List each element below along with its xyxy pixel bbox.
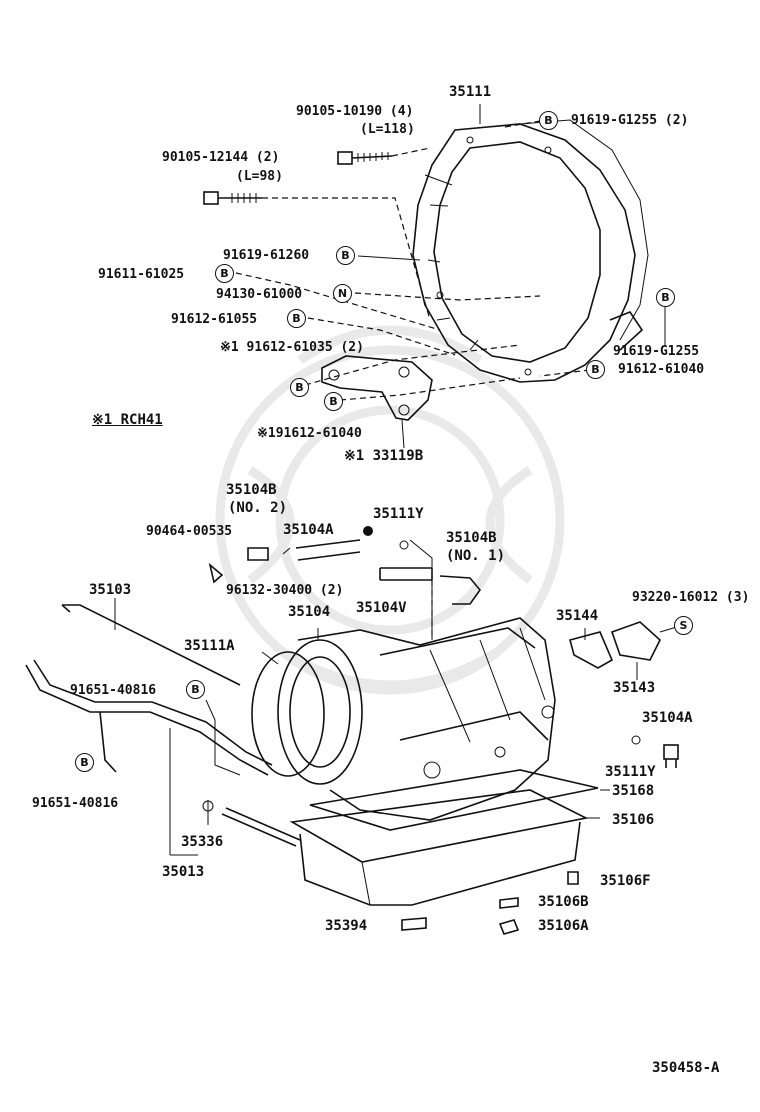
- part-label-35106a: 35106A: [538, 918, 589, 934]
- part-label-91651-40816-top: 91651-40816: [70, 683, 157, 698]
- symbol-b-circle: B: [290, 378, 309, 397]
- transmission-case-35104: [277, 617, 556, 821]
- part-label-91612-61055: 91612-61055: [171, 312, 258, 327]
- part-label-35104b-no2-sub: (NO. 2): [228, 500, 288, 516]
- bolt-90105-12144: [203, 191, 262, 205]
- brackets-35144-35143: [569, 621, 681, 680]
- part-label-35111: 35111: [449, 84, 492, 100]
- dipstick-35103: [61, 598, 241, 686]
- symbol-b-circle: B: [75, 753, 94, 772]
- part-label-35168: 35168: [612, 783, 655, 799]
- part-label-35106: 35106: [612, 812, 655, 828]
- part-label-35104: 35104: [288, 604, 331, 620]
- oil-pan-35106: [289, 789, 600, 906]
- symbol-b-circle: B: [539, 111, 558, 130]
- part-label-90105-10190: 90105-10190 (4): [296, 104, 414, 119]
- fasteners-right: [401, 735, 679, 935]
- symbol-n-circle: N: [333, 284, 352, 303]
- part-label-35104b-no1: 35104B: [446, 530, 497, 546]
- part-label-35013: 35013: [162, 864, 205, 880]
- part-label-33119b: ※1 33119B: [344, 448, 424, 464]
- part-label-91619-61260: 91619-61260: [223, 248, 310, 263]
- oil-pan-gasket-35168: [309, 769, 610, 831]
- part-label-35111y-top: 35111Y: [373, 506, 424, 522]
- note-rch41: ※1 RCH41: [92, 412, 163, 428]
- symbol-b-circle: B: [215, 264, 234, 283]
- symbol-b-circle: B: [186, 680, 205, 699]
- part-label-35104a-top: 35104A: [283, 522, 334, 538]
- part-label-35104b-no2: 35104B: [226, 482, 277, 498]
- part-label-93220-16012: 93220-16012 (3): [632, 590, 750, 605]
- part-label-35104b-no1-sub: (NO. 1): [446, 548, 506, 564]
- part-label-35104a-right: 35104A: [642, 710, 693, 726]
- part-label-35143: 35143: [613, 680, 656, 696]
- symbol-b-circle: B: [287, 309, 306, 328]
- part-label-91612-61040: 91612-61040: [618, 362, 705, 377]
- diagram-id: 350458-A: [652, 1060, 720, 1076]
- part-label-91612-61035: ※1 91612-61035 (2): [220, 340, 364, 355]
- part-label-90105-12144-length: (L=98): [236, 169, 283, 184]
- part-label-91619-g1255-2: 91619-G1255 (2): [571, 113, 689, 128]
- part-label-90105-10190-length: (L=118): [360, 122, 415, 137]
- part-label-91651-40816-left: 91651-40816: [32, 796, 119, 811]
- symbol-b-circle: B: [656, 288, 675, 307]
- symbol-b-circle: B: [336, 246, 355, 265]
- part-label-35106b: 35106B: [538, 894, 589, 910]
- part-label-35103: 35103: [89, 582, 132, 598]
- o-ring-35111a: [251, 651, 325, 777]
- part-label-191612-61040: ※191612-61040: [257, 426, 362, 441]
- leader-lines-top: [235, 104, 666, 449]
- symbol-s-circle: S: [674, 616, 693, 635]
- part-label-91619-g1255: 91619-G1255: [613, 344, 700, 359]
- part-label-35104v: 35104V: [356, 600, 407, 616]
- watermark-emblem: [215, 325, 565, 695]
- symbol-b-circle: B: [324, 392, 343, 411]
- part-label-35336: 35336: [181, 834, 224, 850]
- part-label-35111a: 35111A: [184, 638, 235, 654]
- part-label-35111y-right: 35111Y: [605, 764, 656, 780]
- symbol-b-circle: B: [586, 360, 605, 379]
- part-label-90464-00535: 90464-00535: [146, 524, 233, 539]
- part-label-91611-61025: 91611-61025: [98, 267, 185, 282]
- part-label-35144: 35144: [556, 608, 599, 624]
- part-label-35106f: 35106F: [600, 873, 651, 889]
- breather-hoses: [208, 526, 482, 640]
- part-label-90105-12144: 90105-12144 (2): [162, 150, 280, 165]
- bolt-90105-10190: [337, 151, 393, 165]
- part-label-96132-30400: 96132-30400 (2): [226, 583, 344, 598]
- part-label-94130-61000: 94130-61000: [216, 287, 303, 302]
- part-label-35394: 35394: [325, 918, 368, 934]
- oil-filler-tube-35013: [25, 659, 301, 856]
